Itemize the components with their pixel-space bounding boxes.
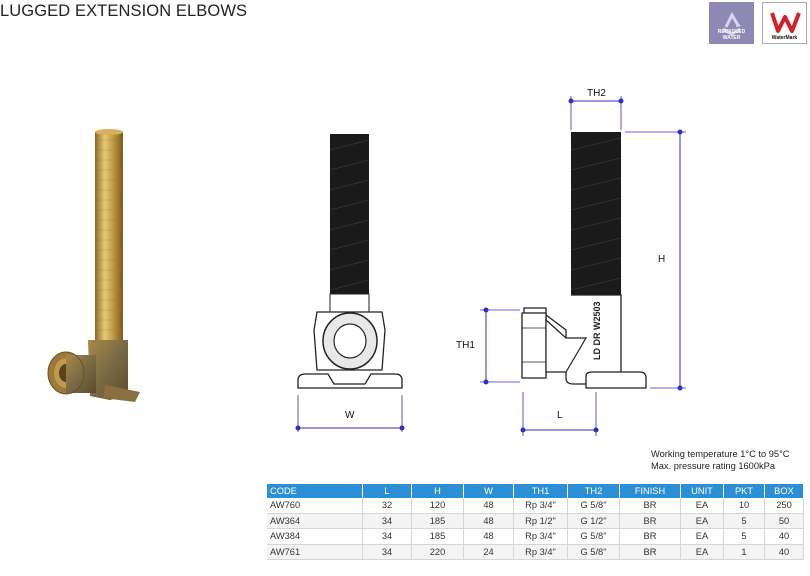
cell-unit: EA <box>680 544 724 560</box>
table-row: AW760 32 120 48 Rp 3/4" G 5/8" BR EA 10 … <box>267 498 804 514</box>
cell-w: 48 <box>463 513 514 529</box>
dim-label-l: L <box>557 410 563 421</box>
watermark-icon <box>770 12 801 33</box>
cell-th2: G 5/8" <box>567 544 620 560</box>
cell-th2: G 1/2" <box>567 513 620 529</box>
cell-pkt: 1 <box>723 544 765 560</box>
cell-th2: G 5/8" <box>567 498 620 514</box>
page-title: LUGGED EXTENSION ELBOWS <box>0 2 248 20</box>
body-marking: LD DR W2503 <box>592 301 602 360</box>
cell-code: AW364 <box>267 513 363 529</box>
watermark-caption: WaterMark <box>771 35 798 41</box>
col-unit: UNIT <box>680 484 724 498</box>
table-row: AW384 34 185 48 Rp 3/4" G 5/8" BR EA 5 4… <box>267 528 804 545</box>
col-l: L <box>362 484 412 498</box>
cell-box: 250 <box>764 498 804 514</box>
col-code: CODE <box>267 484 363 498</box>
cell-h: 120 <box>411 498 464 514</box>
dim-label-th2: TH2 <box>587 88 606 99</box>
side-view: LD DR W2503 <box>480 96 686 436</box>
col-h: H <box>411 484 464 498</box>
cell-l: 32 <box>362 498 412 514</box>
cell-box: 40 <box>764 544 804 560</box>
cell-unit: EA <box>680 513 724 529</box>
cell-th1: Rp 3/4" <box>513 528 568 545</box>
cell-box: 40 <box>764 528 804 545</box>
col-th2: TH2 <box>567 484 620 498</box>
max-pressure-note: Max. pressure rating 1600kPa <box>651 461 776 471</box>
cell-box: 50 <box>764 513 804 529</box>
cell-l: 34 <box>362 528 412 545</box>
cell-th1: Rp 1/2" <box>513 513 568 529</box>
dim-label-h: H <box>658 254 666 265</box>
cell-l: 34 <box>362 513 412 529</box>
recycled-water-caption: RECYCLED WATER <box>717 29 746 41</box>
working-temperature-note: Working temperature 1°C to 95°C <box>651 449 790 459</box>
front-view <box>295 134 405 432</box>
cell-w: 48 <box>463 498 514 514</box>
technical-drawing: LD DR W2503 <box>295 96 686 436</box>
dim-label-th1: TH1 <box>456 340 475 351</box>
table-row: AW364 34 185 48 Rp 1/2" G 1/2" BR EA 5 5… <box>267 513 804 529</box>
recycled-water-logo: RECYCLED WATER <box>709 2 754 44</box>
cell-unit: EA <box>680 498 724 514</box>
cell-th1: Rp 3/4" <box>513 498 568 514</box>
cell-h: 185 <box>411 528 464 545</box>
cell-finish: BR <box>619 528 681 545</box>
table-header-row: CODE L H W TH1 TH2 FINISH UNIT PKT BOX <box>267 484 804 498</box>
cell-w: 48 <box>463 528 514 545</box>
col-box: BOX <box>764 484 804 498</box>
recycle-icon <box>723 11 741 36</box>
cell-w: 24 <box>463 544 514 560</box>
cell-pkt: 5 <box>723 528 765 545</box>
cell-code: AW760 <box>267 498 363 514</box>
cell-code: AW761 <box>267 544 363 560</box>
col-w: W <box>463 484 514 498</box>
dim-label-w: W <box>345 410 355 421</box>
cell-l: 34 <box>362 544 412 560</box>
table-row: AW761 34 220 24 Rp 3/4" G 5/8" BR EA 1 4… <box>267 544 804 560</box>
cell-code: AW384 <box>267 528 363 545</box>
product-photo <box>47 129 140 402</box>
cell-h: 220 <box>411 544 464 560</box>
cell-th1: Rp 3/4" <box>513 544 568 560</box>
cell-th2: G 5/8" <box>567 528 620 545</box>
spec-table: CODE L H W TH1 TH2 FINISH UNIT PKT BOX A… <box>267 484 804 560</box>
cell-unit: EA <box>680 528 724 545</box>
cell-pkt: 5 <box>723 513 765 529</box>
cell-finish: BR <box>619 498 681 514</box>
cell-finish: BR <box>619 544 681 560</box>
cell-finish: BR <box>619 513 681 529</box>
col-pkt: PKT <box>723 484 765 498</box>
watermark-logo: WaterMark <box>762 2 807 44</box>
operating-notes: Working temperature 1°C to 95°C Max. pre… <box>651 448 790 472</box>
col-th1: TH1 <box>513 484 568 498</box>
cell-h: 185 <box>411 513 464 529</box>
col-finish: FINISH <box>619 484 681 498</box>
cell-pkt: 10 <box>723 498 765 514</box>
